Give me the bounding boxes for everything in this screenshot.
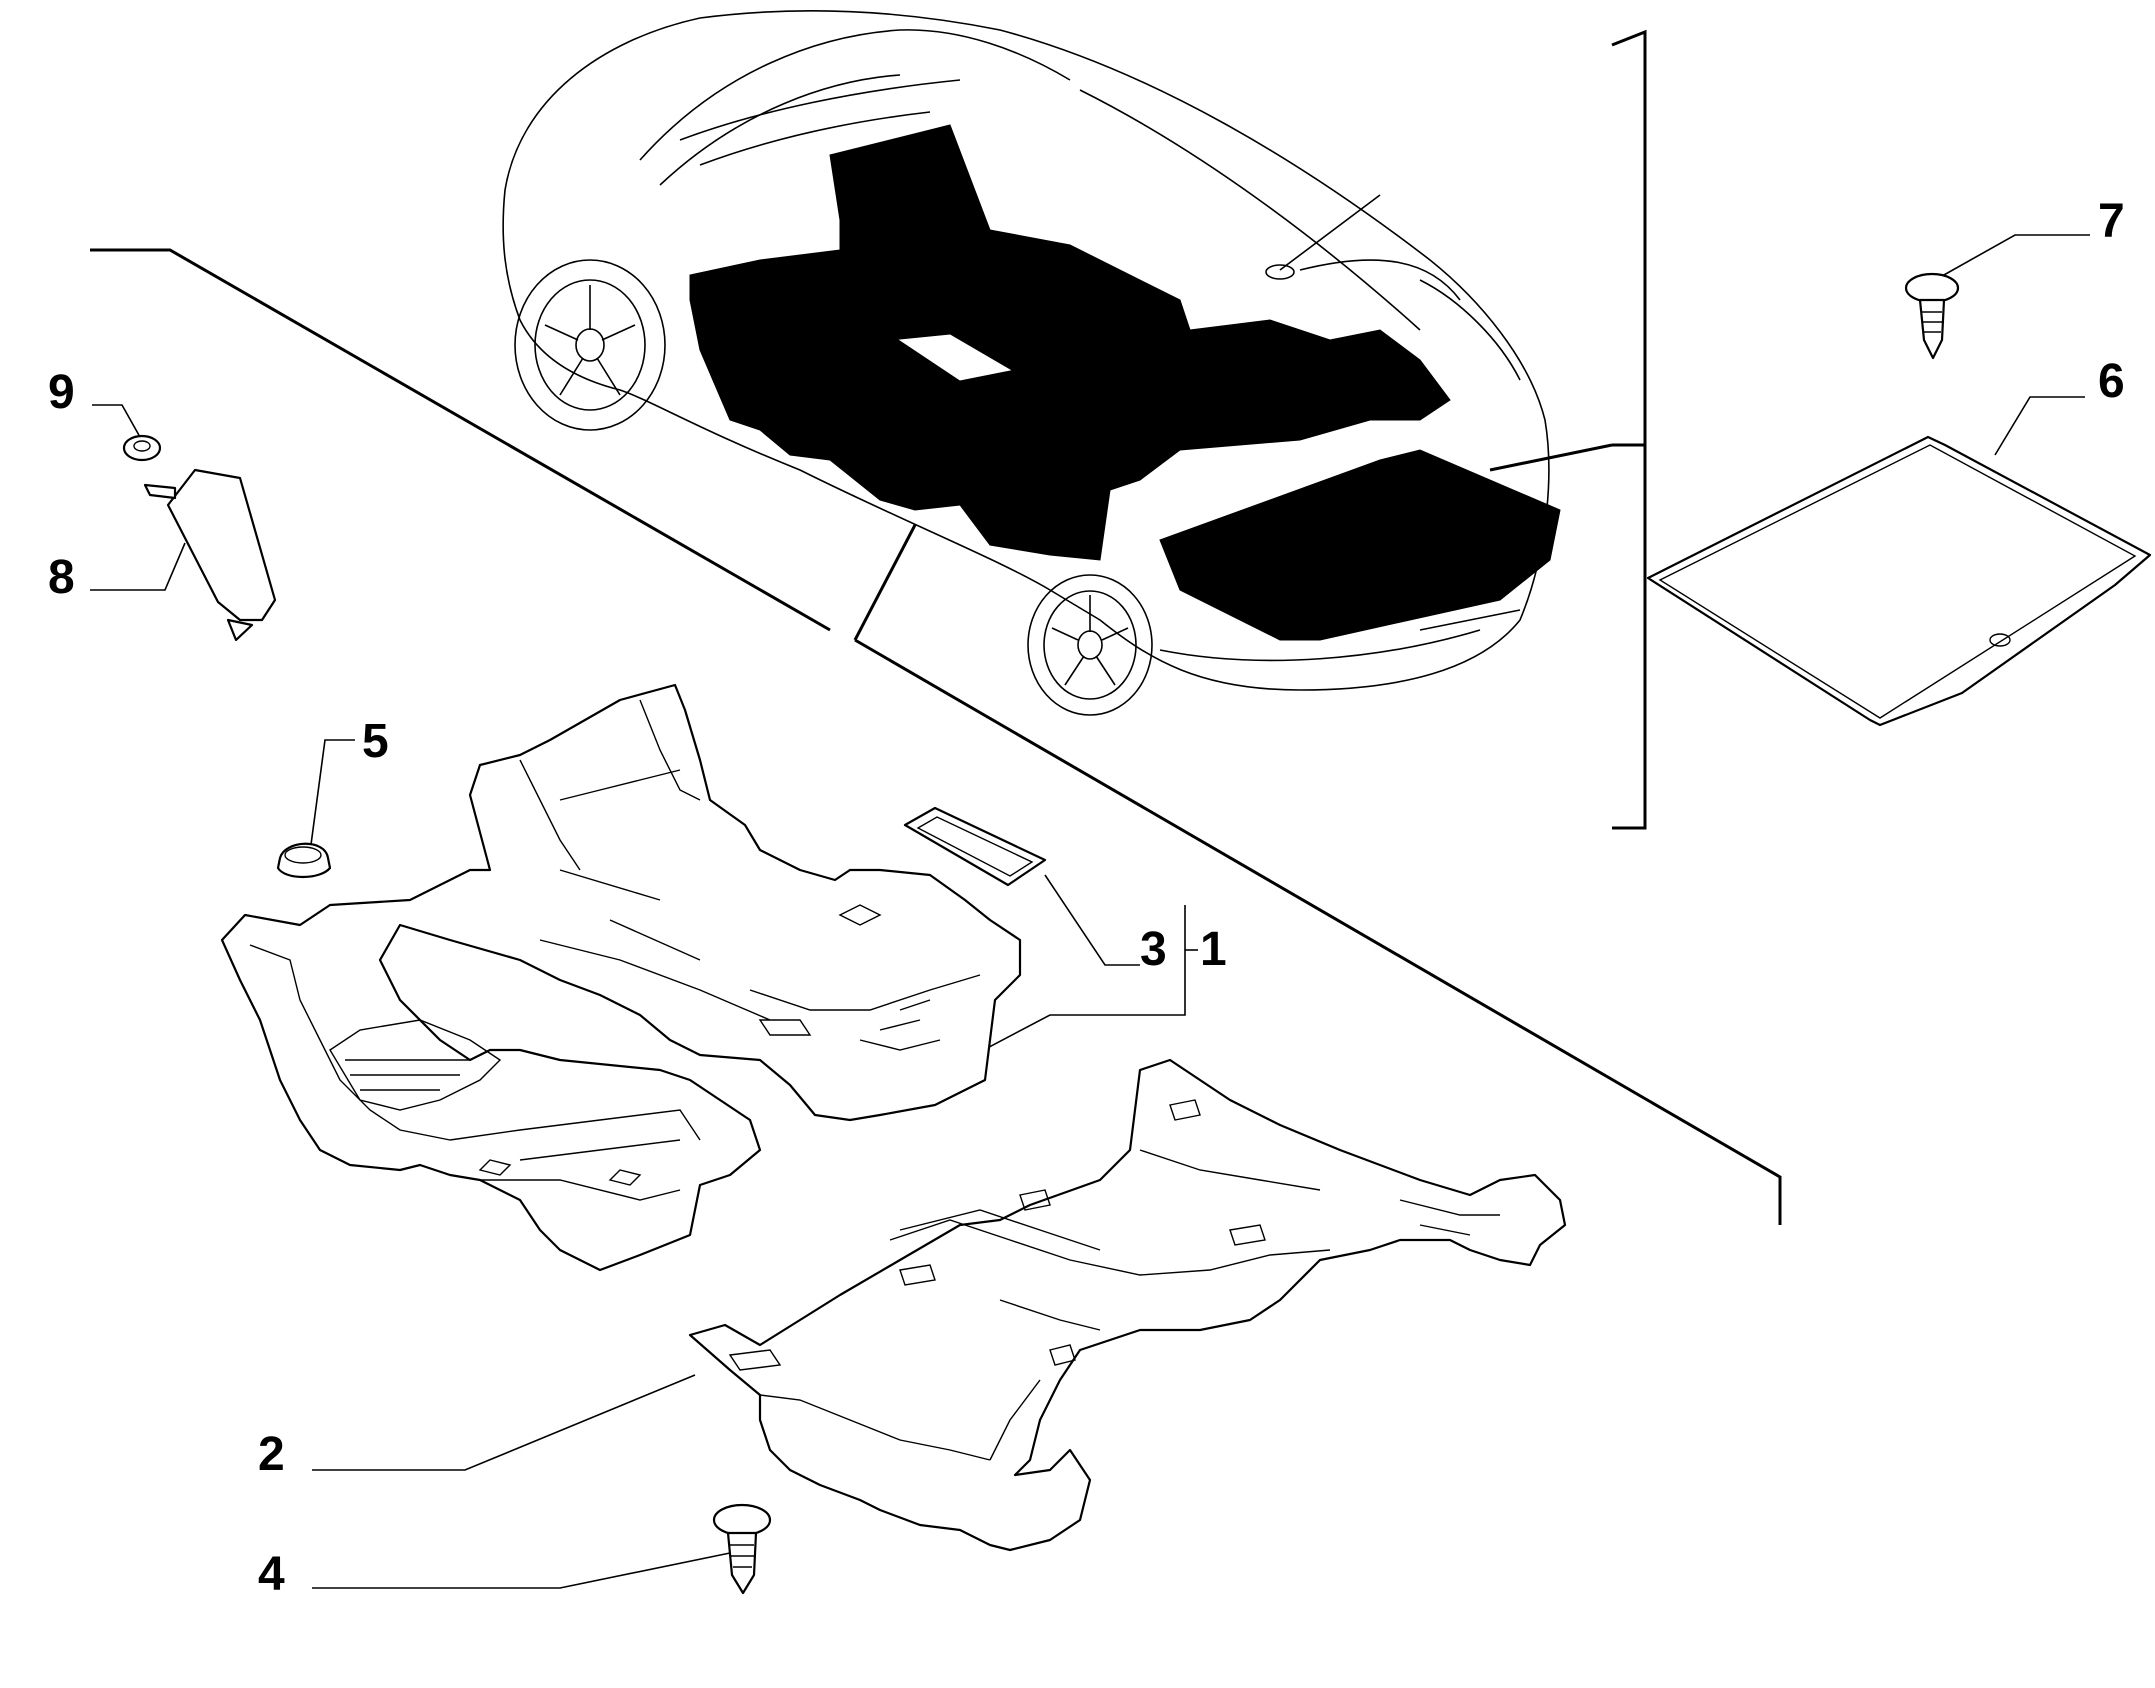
part-9-grommet	[122, 434, 162, 462]
leader-lines	[90, 29, 2090, 1589]
part-4-screw	[712, 1503, 772, 1595]
part-6-luggage-mat	[1646, 435, 2152, 727]
callout-6: 6	[2098, 355, 2125, 408]
carpet-in-vehicle	[689, 124, 1561, 641]
part-1-front-mats	[220, 683, 1022, 1272]
callout-7: 7	[2098, 195, 2125, 248]
callout-3: 3	[1140, 923, 1167, 976]
callout-1: 1	[1200, 923, 1227, 976]
part-2-rear-mat	[688, 1058, 1567, 1552]
callout-9: 9	[48, 366, 75, 419]
car-illustration	[502, 10, 1550, 716]
part-8-bracket	[143, 468, 277, 642]
part-3-pad	[903, 806, 1047, 887]
callout-5: 5	[362, 715, 389, 768]
callout-4: 4	[258, 1548, 285, 1601]
rear-wheel	[1027, 574, 1153, 716]
callout-labels: 1 2 3 4 5 6 7 8 9	[48, 195, 2125, 1601]
part-5-cap	[276, 842, 332, 878]
front-wheel	[514, 259, 666, 431]
callout-8: 8	[48, 551, 75, 604]
callout-2: 2	[258, 1428, 285, 1481]
part-7-clip	[1904, 272, 1960, 360]
